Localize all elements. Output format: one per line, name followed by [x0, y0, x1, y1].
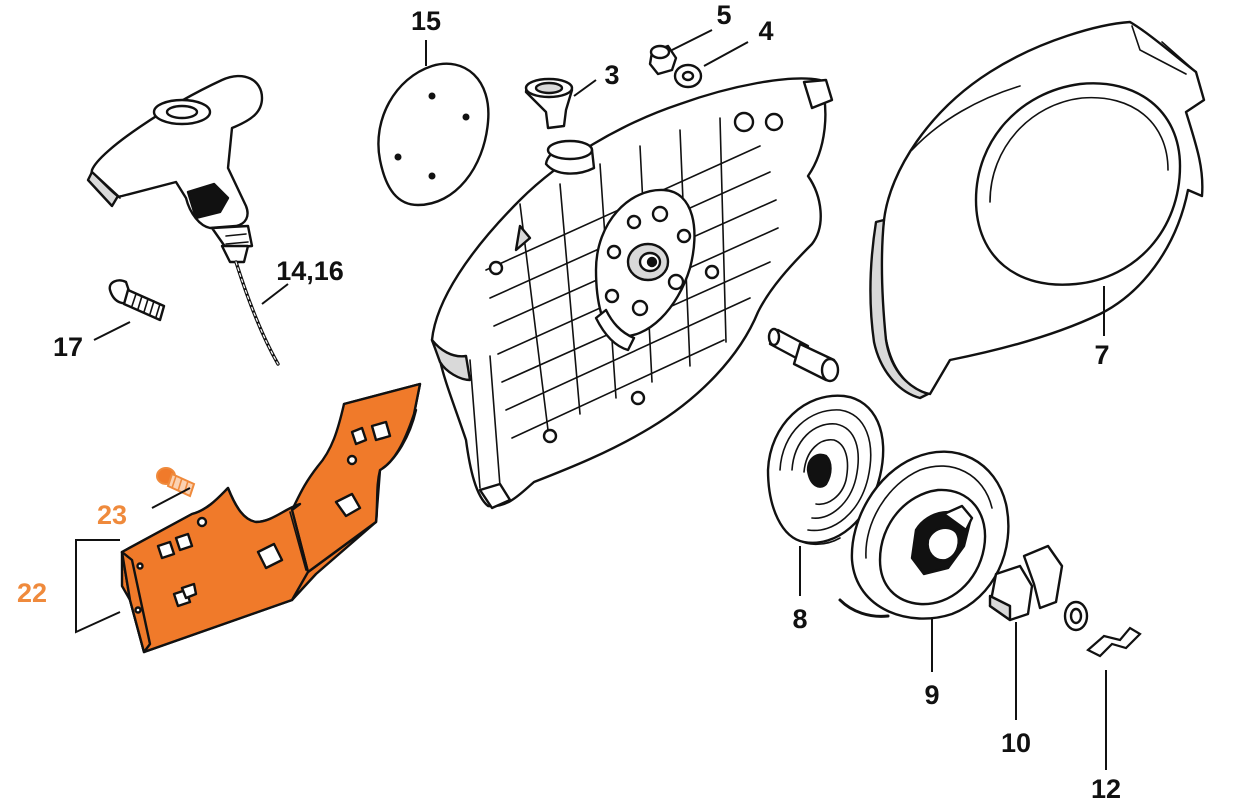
label-part-7: 7	[1094, 340, 1109, 370]
part-10-pawl	[988, 544, 1064, 622]
label-part-9: 9	[924, 680, 939, 710]
label-part-12: 12	[1091, 774, 1121, 803]
part-23-screw	[156, 467, 196, 498]
fan-housing	[430, 77, 834, 510]
starter-grip-handle	[86, 74, 264, 264]
label-part-8: 8	[792, 604, 807, 634]
pawl-washer	[1063, 600, 1089, 632]
label-part-17: 17	[53, 332, 83, 362]
label-part-23: 23	[97, 500, 127, 530]
housing-pin	[767, 327, 840, 383]
starter-rope	[234, 260, 280, 366]
label-part-3: 3	[604, 60, 619, 90]
part-8-rewind-spring	[766, 394, 885, 546]
part-12-spring-clip	[1086, 626, 1142, 658]
label-part-5: 5	[716, 0, 731, 30]
part-number-labels: 15 5 4 3 14,16 17 7 23 22 8 9 10 12	[17, 0, 1121, 803]
part-9-rope-rotor	[838, 450, 1010, 620]
part-15-disc	[377, 62, 490, 207]
part-22-baffle	[120, 382, 422, 654]
part-3-cap	[524, 77, 574, 130]
part-17-screw	[108, 279, 166, 322]
label-part-10: 10	[1001, 728, 1031, 758]
part-5-bushing	[648, 44, 678, 76]
part-4-washer	[673, 63, 703, 89]
label-part-22: 22	[17, 578, 47, 608]
label-part-15: 15	[411, 6, 441, 36]
label-part-4: 4	[758, 16, 773, 46]
label-part-14-16: 14,16	[276, 256, 344, 286]
leader-lines	[75, 29, 1107, 770]
part-7-shroud	[869, 20, 1206, 400]
